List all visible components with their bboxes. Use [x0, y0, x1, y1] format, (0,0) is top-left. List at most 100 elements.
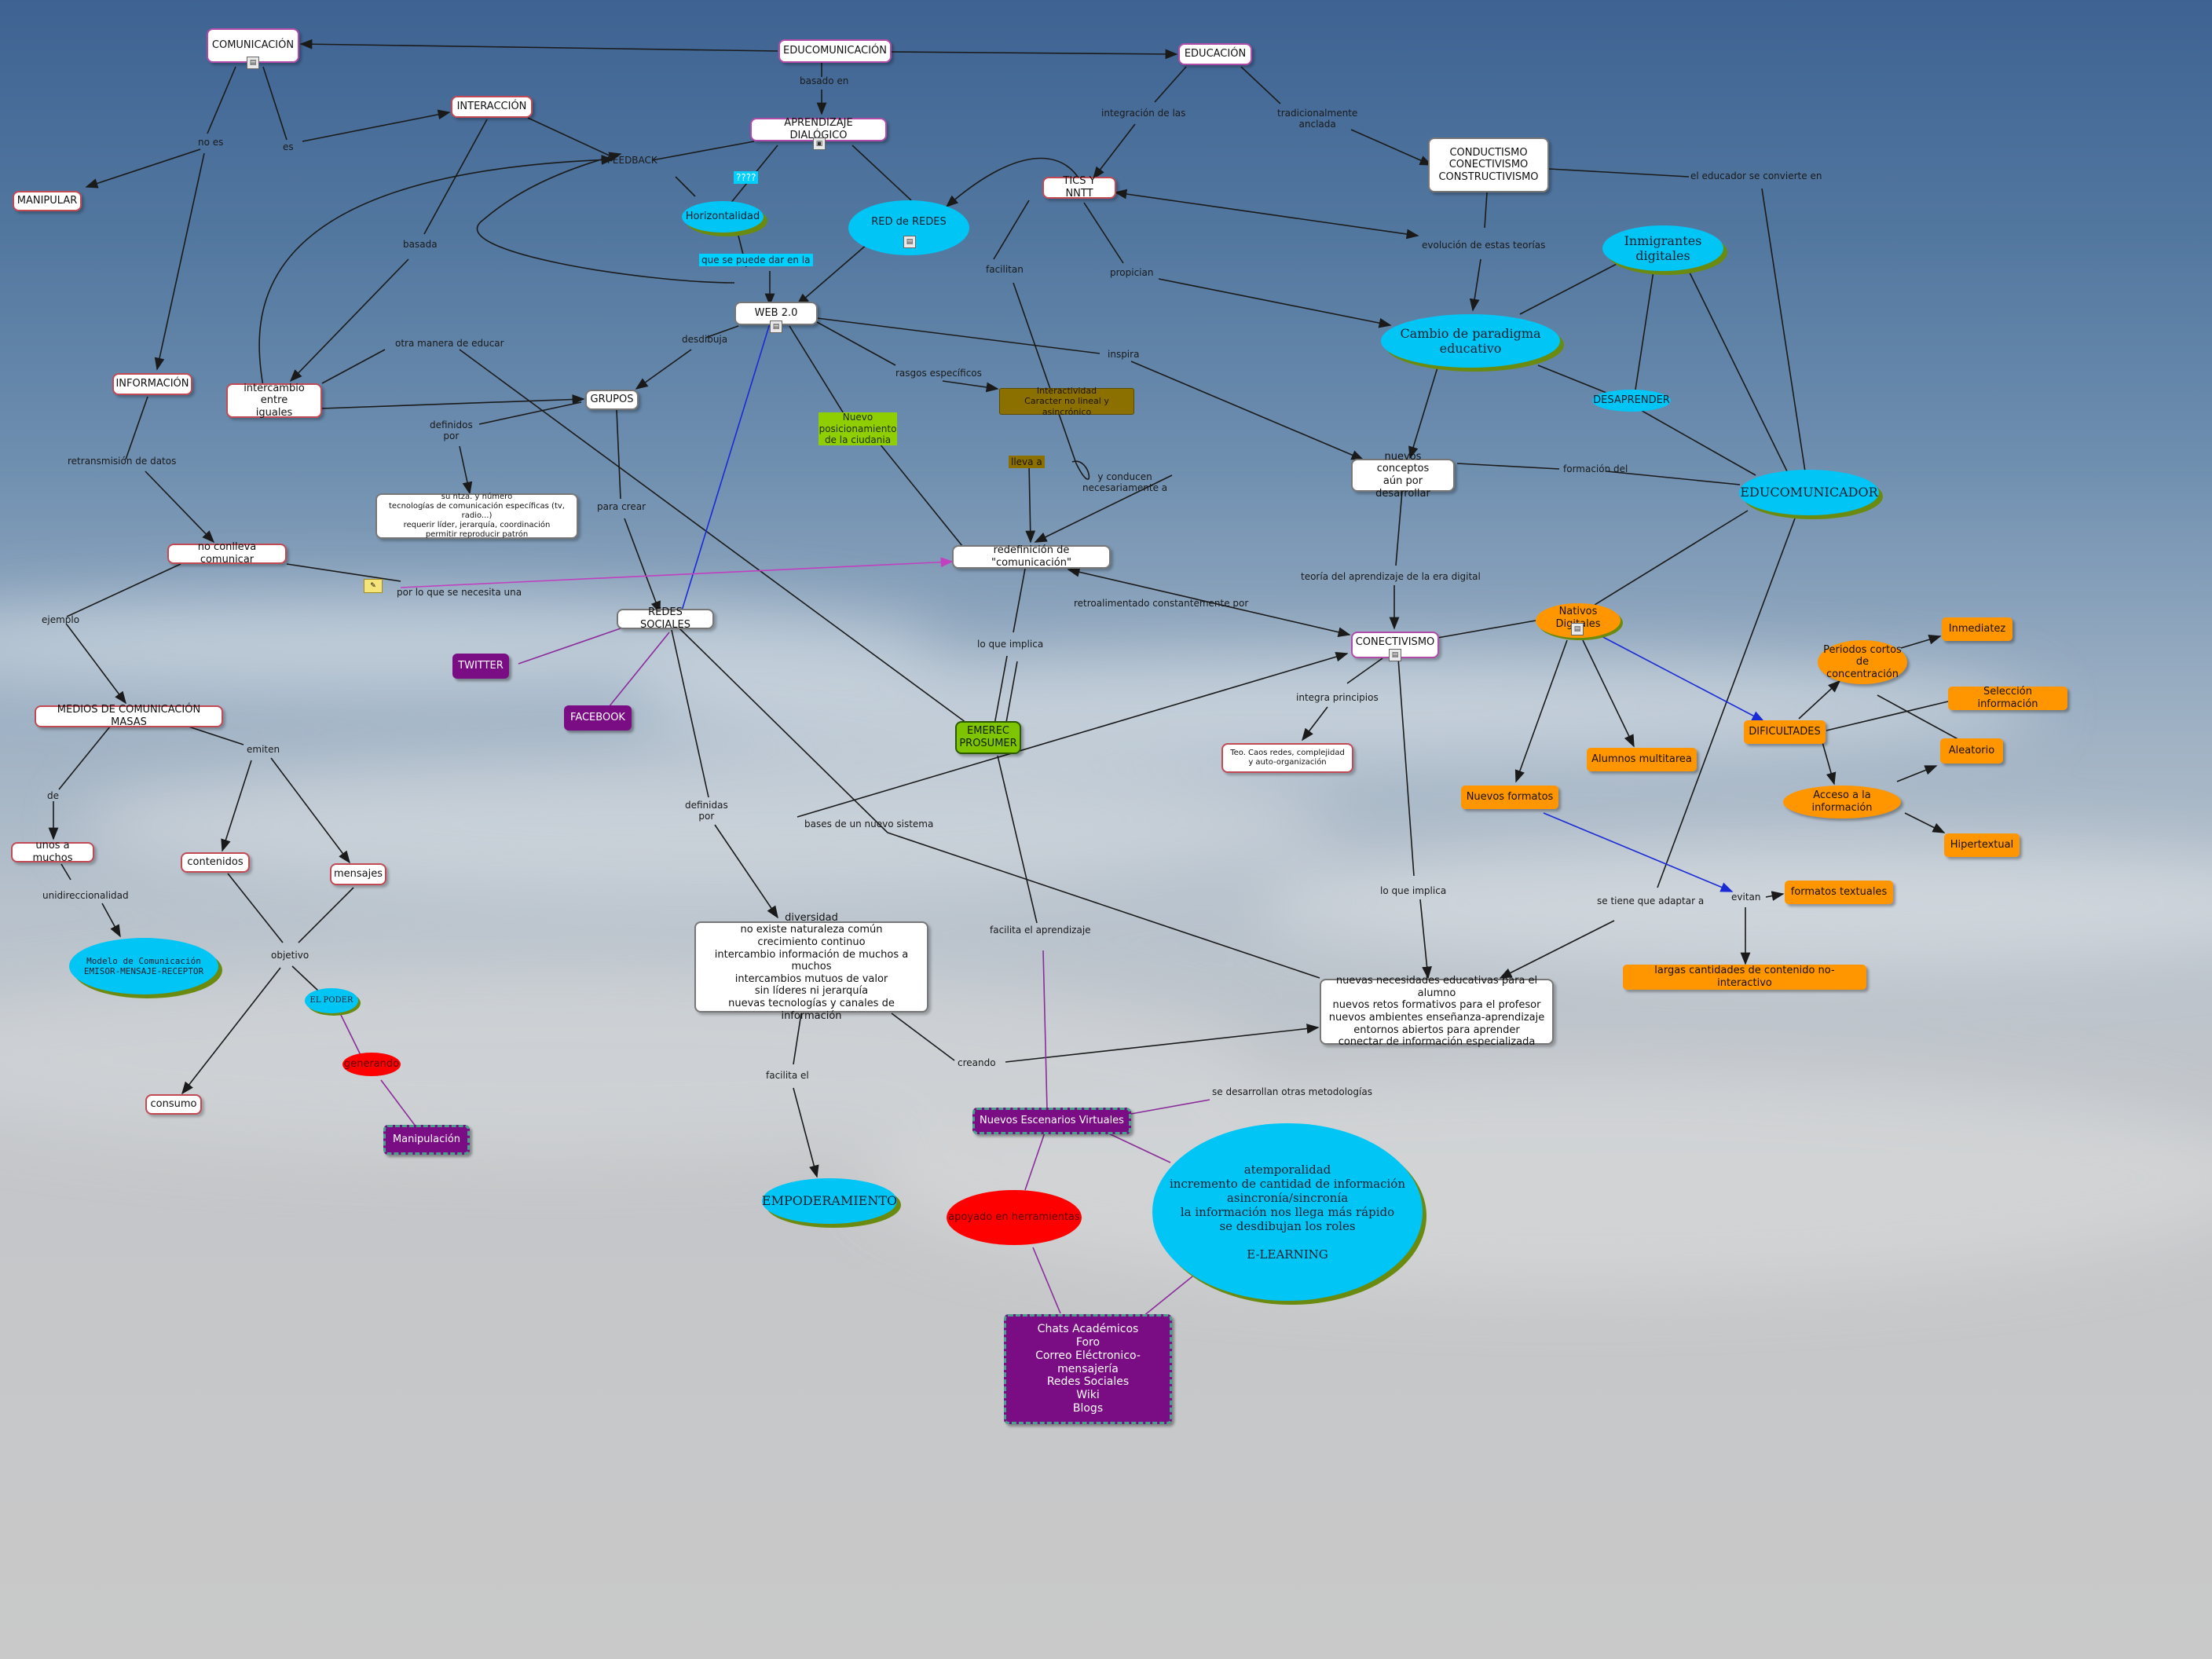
label-lo-que-implica-2: lo que implica	[1380, 885, 1446, 896]
node-empoderamiento[interactable]: EMPODERAMIENTO	[762, 1178, 897, 1224]
edge	[1013, 283, 1076, 463]
label-rasgos: rasgos específicos	[895, 368, 982, 379]
node-redes-sociales[interactable]: REDES SOCIALES	[617, 609, 714, 629]
edge	[86, 149, 200, 187]
image-icon[interactable]: ▣	[813, 137, 826, 150]
edge	[797, 654, 1347, 817]
node-medios-masas[interactable]: MEDIOS DE COMUNICACIÓN MASAS	[35, 705, 223, 727]
node-intercambio-iguales[interactable]: intercambio entre iguales	[226, 383, 322, 418]
node-nuevos-conceptos[interactable]: nuevos conceptos aún por desarrollar	[1351, 459, 1455, 492]
label-se-tiene: se tiene que adaptar a	[1597, 895, 1704, 906]
node-manipulacion[interactable]: Manipulación	[383, 1125, 470, 1155]
node-alumnos-multitarea[interactable]: Alumnos multitarea	[1587, 748, 1697, 771]
node-aleatorio[interactable]: Aleatorio	[1940, 738, 2003, 764]
label-se-desarrollan: se desarrollan otras metodologías	[1212, 1086, 1372, 1097]
label-es: es	[283, 141, 294, 152]
node-informacion[interactable]: INFORMACIÓN	[112, 373, 192, 395]
node-tics[interactable]: TICS Y NNTT	[1042, 177, 1116, 199]
edge	[322, 399, 584, 408]
node-unos-a-muchos[interactable]: unos a muchos	[11, 842, 94, 862]
node-periodos-cortos[interactable]: Periodos cortos de concentración	[1818, 640, 1907, 684]
node-redefinicion[interactable]: redefinición de "comunicación"	[952, 545, 1111, 569]
label-evitan: evitan	[1731, 892, 1760, 903]
label-definidas-por: definidas por	[685, 800, 728, 822]
edge	[994, 656, 1007, 729]
node-acceso-informacion[interactable]: Acceso a la información	[1783, 786, 1901, 819]
document-icon[interactable]: ▤	[1571, 623, 1584, 635]
edge	[797, 244, 868, 305]
node-inmigrantes[interactable]: Inmigrantes digitales	[1602, 225, 1723, 271]
document-icon[interactable]: ▤	[770, 320, 782, 333]
edge	[222, 760, 251, 851]
edge	[1905, 813, 1944, 833]
label-otra-manera: otra manera de educar	[395, 338, 504, 349]
edge	[126, 397, 148, 460]
node-diversidad[interactable]: diversidad no existe naturaleza común cr…	[694, 921, 928, 1013]
label-definidos-por: definidos por	[430, 419, 473, 442]
node-grupos[interactable]: GRUPOS	[585, 390, 639, 410]
edge-purple	[609, 632, 669, 707]
node-generando[interactable]: generando	[342, 1053, 401, 1076]
edge	[1013, 569, 1025, 632]
node-atemporalidad-elearning[interactable]: atemporalidad incremento de cantidad de …	[1152, 1123, 1423, 1301]
label-emiten: emiten	[247, 744, 280, 755]
node-nuevos-formatos[interactable]: Nuevos formatos	[1461, 786, 1558, 809]
node-largas-cantidades[interactable]: largas cantidades de contenido no-intera…	[1623, 965, 1866, 990]
edge	[1410, 368, 1437, 458]
label-teoria-aprendizaje: teoría del aprendizaje de la era digital	[1301, 571, 1481, 582]
edge	[1093, 124, 1135, 178]
edge	[852, 145, 911, 200]
node-dificultades[interactable]: DIFICULTADES	[1744, 720, 1826, 744]
edge	[998, 756, 1037, 923]
node-cambio-paradigma[interactable]: Cambio de paradigma educativo	[1381, 314, 1560, 368]
node-horizontalidad[interactable]: Horizontalidad	[682, 201, 764, 233]
node-herramientas[interactable]: Chats Académicos Foro Correo Eléctronico…	[1004, 1314, 1172, 1424]
label-para-crear: para crear	[597, 501, 646, 512]
label-feedback: FEEDBACK	[607, 155, 657, 166]
edge	[1799, 681, 1840, 719]
label-integracion: integración de las	[1101, 108, 1185, 119]
document-icon[interactable]: ▤	[247, 57, 259, 69]
node-apoyado-herramientas[interactable]: apoyado en herramientas	[947, 1190, 1082, 1245]
edge	[994, 200, 1029, 259]
edge	[1766, 894, 1783, 897]
edge	[817, 322, 895, 365]
edge	[302, 112, 449, 141]
label-propician: propician	[1110, 267, 1153, 278]
node-el-poder[interactable]: EL PODER	[305, 988, 358, 1013]
edge	[460, 446, 470, 493]
node-emerec-prosumer[interactable]: EMEREC PROSUMER	[955, 721, 1021, 754]
node-facebook[interactable]: FACEBOOK	[564, 705, 632, 731]
node-seleccion-informacion[interactable]: Selección información	[1948, 687, 2067, 710]
node-desaprender[interactable]: DESAPRENDER	[1592, 390, 1671, 412]
node-contenidos[interactable]: contenidos	[181, 852, 250, 873]
node-educacion[interactable]: EDUCACIÓN	[1178, 43, 1252, 65]
node-educomunicador[interactable]: EDUCOMUNICADOR	[1739, 470, 1879, 515]
node-nuevos-escenarios[interactable]: Nuevos Escenarios Virtuales	[972, 1108, 1131, 1134]
node-interactividad[interactable]: Interactividad Caracter no lineal y asin…	[999, 388, 1134, 415]
node-modelo-comunicacion[interactable]: Modelo de Comunicación EMISOR-MENSAJE-RE…	[69, 938, 218, 994]
node-hipertextual[interactable]: Hipertextual	[1944, 833, 2020, 857]
node-nuevo-posicionamiento[interactable]: Nuevo posicionamiento de la ciudania	[819, 412, 897, 445]
node-interaccion[interactable]: INTERACCIÓN	[451, 96, 533, 118]
node-formatos-textuales[interactable]: formatos textuales	[1785, 881, 1893, 904]
edge	[1457, 463, 1559, 469]
node-manipular[interactable]: MANIPULAR	[13, 191, 82, 211]
node-inmediatez[interactable]: Inmediatez	[1942, 617, 2012, 641]
label-que-se-puede: que se puede dar en la	[699, 254, 813, 266]
note-icon[interactable]: ✎	[364, 579, 383, 593]
node-consumo[interactable]: consumo	[145, 1094, 202, 1115]
label-integra-principios: integra principios	[1296, 692, 1379, 703]
document-icon[interactable]: ▤	[903, 236, 916, 248]
node-definicion-grupos[interactable]: su ntza. y número tecnologías de comunic…	[375, 493, 578, 539]
node-no-conlleva-comunicar[interactable]: no conlleva comunicar	[167, 544, 287, 564]
node-teo-caos[interactable]: Teo. Caos redes, complejidad y auto-orga…	[1221, 743, 1353, 773]
node-nuevas-necesidades[interactable]: nuevas necesidades educativas para el al…	[1320, 979, 1554, 1045]
node-mensajes[interactable]: mensajes	[330, 863, 386, 885]
node-teorias[interactable]: CONDUCTISMO CONECTIVISMO CONSTRUCTIVISMO	[1428, 137, 1549, 192]
label-basada: basada	[403, 239, 438, 250]
document-icon[interactable]: ▤	[1389, 649, 1401, 661]
edge	[1657, 518, 1795, 888]
node-educomunicacion[interactable]: EDUCOMUNICACIÓN	[778, 39, 892, 63]
node-twitter[interactable]: TWITTER	[452, 654, 509, 679]
